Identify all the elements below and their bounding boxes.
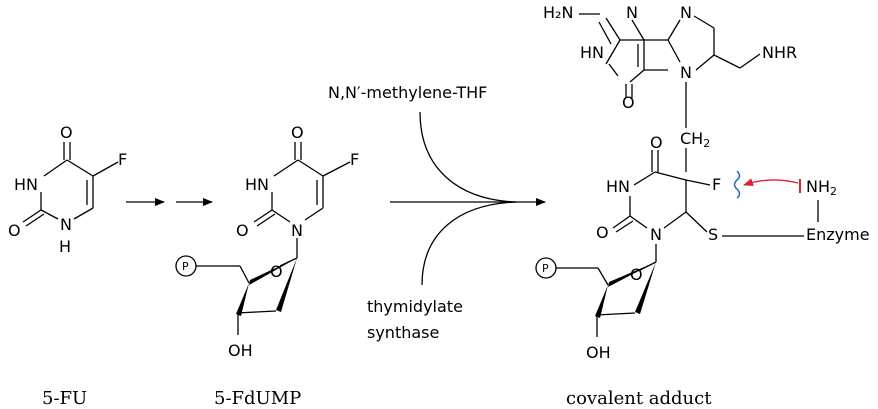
atom-f-adduct: F bbox=[712, 175, 721, 194]
atom-o-top: O bbox=[60, 123, 73, 142]
atom-o-bottom: O bbox=[236, 221, 249, 240]
atom-ch2: CH2 bbox=[680, 129, 710, 150]
enzyme-curve bbox=[421, 201, 517, 286]
atom-hn: HN bbox=[245, 175, 269, 194]
atom-n-adduct: N bbox=[650, 225, 662, 244]
atom-h2n: H₂N bbox=[543, 3, 573, 22]
phosphate-circle bbox=[535, 257, 557, 279]
enzyme-label: Enzyme bbox=[806, 225, 870, 244]
atom-hn: HN bbox=[14, 175, 38, 194]
molecule-covalent-adduct: H₂N N N HN N NHR O CH2 O HN F O N S NH2 … bbox=[535, 3, 870, 362]
caption-5-fu: 5-FU bbox=[42, 388, 87, 409]
phosphate-circle bbox=[175, 255, 197, 277]
atom-o-adduct-top: O bbox=[650, 133, 663, 152]
atom-o-ring-adduct: O bbox=[630, 265, 643, 284]
cofactor-curve bbox=[419, 111, 517, 203]
atom-n5: N bbox=[680, 63, 692, 82]
cofactor-label: N,N′-methylene-THF bbox=[328, 83, 487, 102]
atom-n-pterin-1: N bbox=[626, 3, 638, 22]
cleave-mark bbox=[733, 170, 741, 199]
enzyme-label-line2: synthase bbox=[367, 323, 439, 342]
phosphate-label: P bbox=[542, 262, 549, 275]
atom-n-glycosidic: N bbox=[291, 221, 303, 240]
molecule-5-fdump: O F HN O N O OH P bbox=[175, 123, 359, 360]
molecule-5-fu: O F HN O N H bbox=[8, 123, 127, 256]
atom-h-lower: H bbox=[59, 237, 71, 256]
atom-nh2: NH2 bbox=[806, 177, 837, 198]
phosphate-label: P bbox=[182, 260, 189, 273]
reaction-arrow-group: N,N′-methylene-THF thymidylate synthase bbox=[328, 83, 546, 342]
atom-o-ring: O bbox=[270, 262, 283, 281]
attack-arrow bbox=[743, 178, 799, 186]
atom-oh: OH bbox=[228, 341, 253, 360]
atom-o-bottom: O bbox=[8, 221, 21, 240]
atom-o-adduct-bottom: O bbox=[596, 223, 609, 242]
atom-f: F bbox=[350, 150, 359, 169]
caption-covalent-adduct: covalent adduct bbox=[566, 388, 712, 409]
atom-nhr: NHR bbox=[762, 43, 797, 62]
caption-5-fdump: 5-FdUMP bbox=[214, 388, 301, 409]
atom-o-pterin: O bbox=[622, 93, 635, 112]
atom-n-pterin-2: N bbox=[680, 3, 692, 22]
enzyme-label-line1: thymidylate bbox=[367, 297, 463, 316]
atom-o-top: O bbox=[291, 123, 304, 142]
atom-hn-pterin: HN bbox=[580, 43, 604, 62]
atom-oh-adduct: OH bbox=[586, 343, 611, 362]
atom-f: F bbox=[118, 150, 127, 169]
atom-hn-adduct: HN bbox=[606, 177, 630, 196]
atom-n-lower: N bbox=[60, 215, 72, 234]
atom-s: S bbox=[708, 225, 718, 244]
